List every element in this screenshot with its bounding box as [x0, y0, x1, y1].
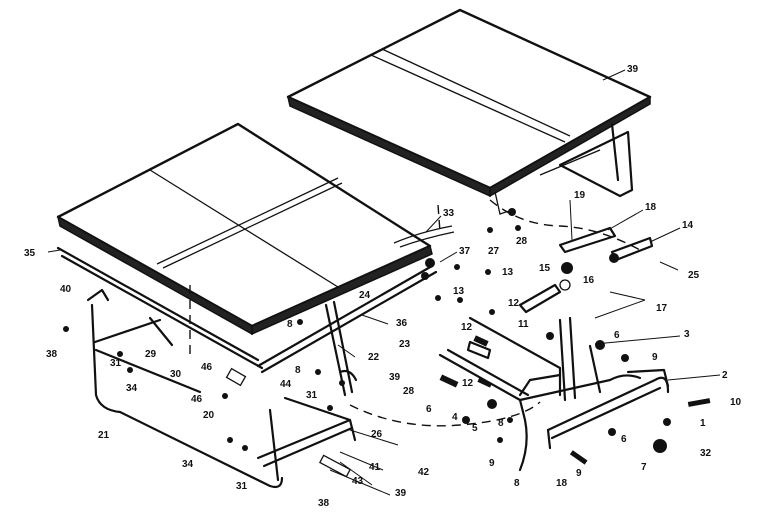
callout-31: 31 — [236, 481, 248, 492]
callout-9: 9 — [652, 352, 658, 363]
callout-16: 16 — [583, 275, 595, 286]
callout-24: 24 — [359, 290, 371, 301]
callout-18: 18 — [556, 478, 568, 489]
callout-37: 37 — [459, 246, 471, 257]
callout-9: 9 — [576, 468, 582, 479]
callout-21: 21 — [98, 430, 110, 441]
callout-28: 28 — [516, 236, 528, 247]
callout-2: 2 — [722, 370, 728, 381]
callout-15: 15 — [539, 263, 551, 274]
hardware — [63, 208, 711, 465]
callout-36: 36 — [396, 318, 408, 329]
callout-17: 17 — [656, 303, 668, 314]
leader-lines — [47, 69, 721, 496]
callout-5: 5 — [472, 423, 478, 434]
frame-rails — [56, 225, 455, 374]
callout-38: 38 — [46, 349, 58, 360]
callout-34: 34 — [182, 459, 194, 470]
callout-40: 40 — [60, 284, 72, 295]
callout-13: 13 — [453, 286, 465, 297]
callout-42: 42 — [418, 467, 430, 478]
callout-41: 41 — [369, 462, 381, 473]
callout-43: 43 — [352, 476, 364, 487]
callout-12: 12 — [461, 322, 473, 333]
hinge-brackets — [466, 226, 654, 360]
callout-29: 29 — [145, 349, 157, 360]
callout-31: 31 — [306, 390, 318, 401]
callout-39: 39 — [395, 488, 407, 499]
callout-39: 39 — [627, 64, 639, 75]
callout-8: 8 — [295, 365, 301, 376]
callout-33: 33 — [443, 208, 455, 219]
callout-35: 35 — [24, 248, 36, 259]
callout-31: 31 — [110, 358, 122, 369]
callout-44: 44 — [280, 379, 292, 390]
callout-12: 12 — [462, 378, 474, 389]
callout-12: 12 — [508, 298, 520, 309]
callout-46: 46 — [201, 362, 213, 373]
callout-10: 10 — [730, 397, 742, 408]
callout-14: 14 — [682, 220, 694, 231]
callout-25: 25 — [688, 270, 700, 281]
leg-assembly-left — [86, 288, 357, 489]
callout-28: 28 — [403, 386, 415, 397]
callout-26: 26 — [371, 429, 383, 440]
callout-8: 8 — [287, 319, 293, 330]
callout-11: 11 — [518, 319, 529, 330]
callout-18: 18 — [645, 202, 657, 213]
callout-32: 32 — [700, 448, 712, 459]
callout-23: 23 — [399, 339, 411, 350]
callout-13: 13 — [502, 267, 514, 278]
callout-27: 27 — [488, 246, 500, 257]
callout-34: 34 — [126, 383, 138, 394]
callout-7: 7 — [641, 462, 647, 473]
table-top-left — [56, 122, 433, 336]
callout-46: 46 — [191, 394, 203, 405]
callout-1: 1 — [700, 418, 706, 429]
callout-20: 20 — [203, 410, 215, 421]
callout-8: 8 — [498, 418, 504, 429]
callout-labels: 39 33 37 35 19 18 14 27 28 16 15 13 13 1… — [24, 64, 742, 509]
callout-6: 6 — [614, 330, 620, 341]
callout-22: 22 — [368, 352, 380, 363]
callout-6: 6 — [621, 434, 627, 445]
callout-9: 9 — [489, 458, 495, 469]
callout-39: 39 — [389, 372, 401, 383]
callout-30: 30 — [170, 369, 182, 380]
leg-assembly-right — [438, 316, 670, 472]
callout-6: 6 — [426, 404, 432, 415]
table-top-right — [286, 8, 652, 215]
callout-38: 38 — [318, 498, 330, 509]
callout-8: 8 — [514, 478, 520, 489]
callout-4: 4 — [452, 412, 458, 423]
callout-19: 19 — [574, 190, 586, 201]
callout-3: 3 — [684, 329, 690, 340]
